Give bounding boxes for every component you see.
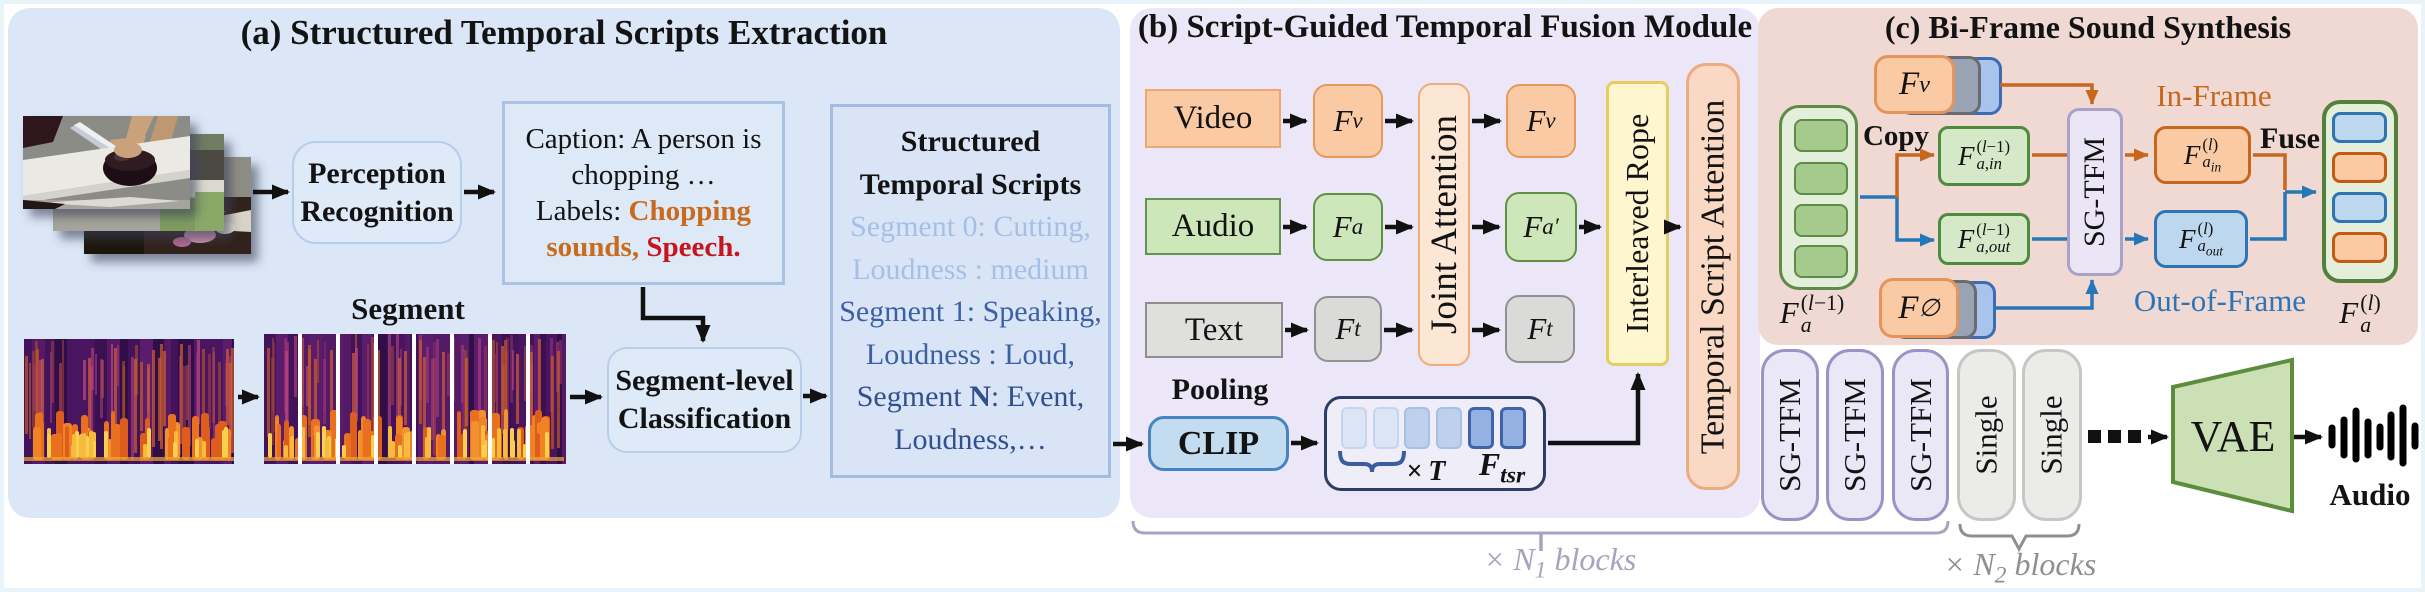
svg-text:VAE: VAE — [2191, 412, 2276, 461]
